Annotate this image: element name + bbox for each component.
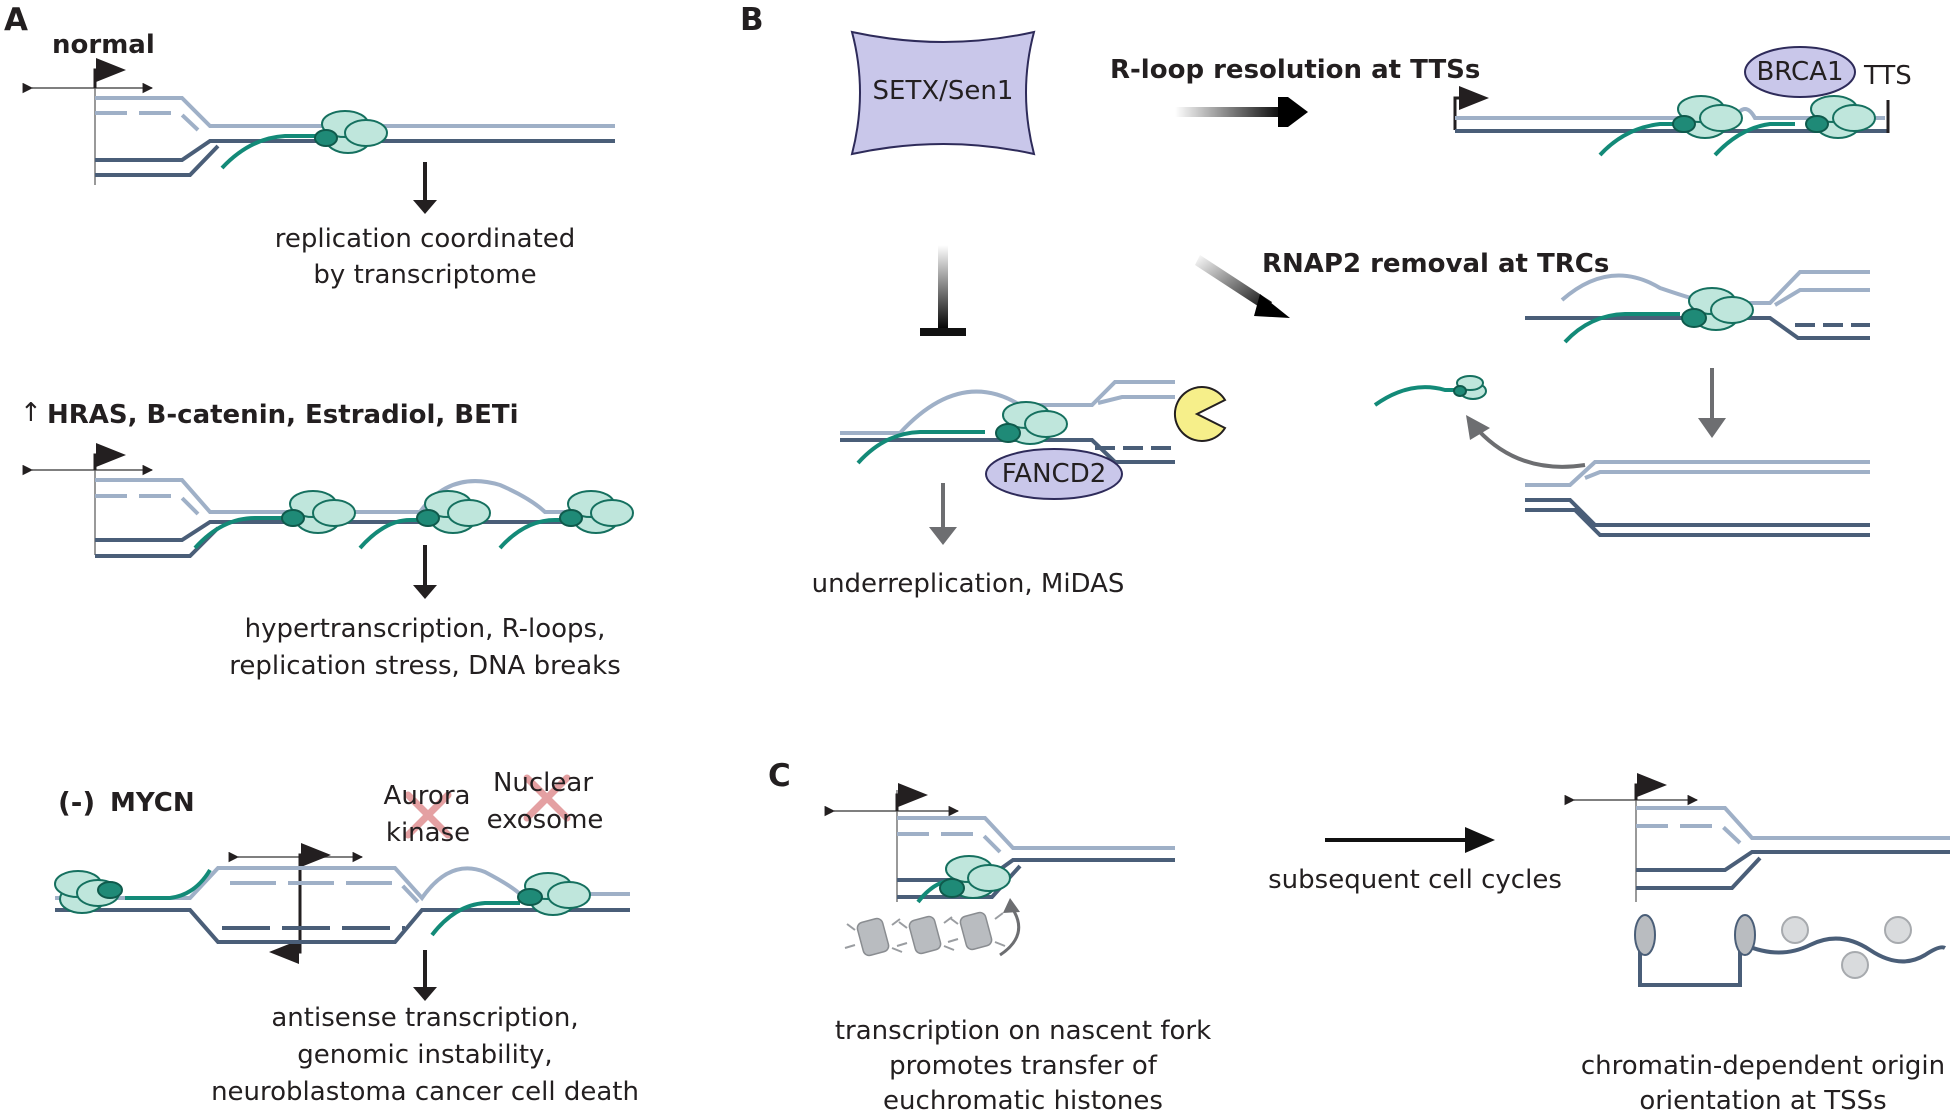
panel-a-mycn-diagram [54,774,630,1001]
rnap2-icon [281,490,356,534]
panel-a-mycn-prefix: (-) [58,786,96,819]
knockout-x-icon [523,774,571,822]
knockout-label-1-line-2: kinase [385,818,471,848]
inhibition-bar [920,328,966,336]
panel-b-letter: B [740,2,764,38]
rnap2-icon [995,401,1068,445]
panel-a-mycn-outcome-line-1: antisense transcription, [271,1003,579,1033]
panel-b-diagram [840,30,1890,545]
path-2-label: RNAP2 removal at TRCs [1262,249,1610,279]
up-arrow-glyph: ↑ [20,398,42,428]
panel-a-mycn-outcome-line-2: genomic instability, [297,1040,553,1070]
setx-helicase-shape [850,30,1036,156]
panel-c-left-caption-line-2: promotes transfer of [889,1051,1157,1081]
rnap2-icon [1672,95,1743,139]
knockout-label-2-line-1: Nuclear [492,768,594,798]
panel-c-left-caption-line-1: transcription on nascent fork [834,1016,1212,1046]
fancd2-protein-shape [985,448,1123,500]
rnap2-icon [54,870,123,914]
setx-label: SETX/Sen1 [872,76,1014,106]
rnap2-icon [939,855,1011,899]
gradient-arrow [1175,107,1285,117]
rnap2-icon [1681,287,1754,331]
nucleosome-icon [947,911,1006,951]
panel-c-right-caption-line-2: orientation at TSSs [1639,1086,1887,1116]
panel-c-step-label: subsequent cell cycles [1268,865,1562,895]
inhibition-bar-stem [938,245,948,330]
knockout-label-1-line-1: Aurora [383,781,471,811]
fancd2-label: FANCD2 [1001,459,1107,489]
pacman-nuclease-icon [1173,386,1227,442]
panel-b-outcome: underreplication, MiDAS [811,569,1125,599]
path-1-label: R-loop resolution at TTSs [1110,55,1481,85]
rnap2-icon [314,110,388,154]
brca1-protein-shape [1744,46,1856,98]
knockout-label-2-line-2: exosome [486,805,604,835]
panel-a-normal-diagram [22,58,615,214]
panel-a-normal-outcome-line-1: replication coordinated [274,224,576,254]
rnap2-icon [416,490,491,534]
rnap2-released-icon [1453,375,1487,400]
nucleosome-icon [896,915,955,955]
transfer-curved-arrow [999,907,1021,957]
rnap2-icon [517,872,591,916]
knockout-x-icon [404,791,452,839]
panel-a-oncogene-diagram [22,443,634,599]
panel-a-oncogene-title: HRAS, B-catenin, Estradiol, BETi [47,400,519,430]
release-curved-arrow [1476,428,1586,469]
rnap2-icon [1805,95,1876,139]
panel-c-right-caption-line-1: chromatin-dependent origin [1580,1051,1946,1081]
tts-label: TTS [1864,61,1912,91]
panel-a-letter: A [4,2,28,38]
panel-c-letter: C [768,758,791,794]
brca1-label: BRCA1 [1756,57,1844,87]
panel-a-oncogene-outcome-line-2: replication stress, DNA breaks [229,651,621,681]
panel-c-diagram [824,773,1950,987]
panel-a-normal-title: normal [52,30,155,60]
rnap2-icon [559,490,634,534]
panel-a-oncogene-outcome-line-1: hypertranscription, R-loops, [244,614,606,644]
panel-a-mycn-title: MYCN [110,788,195,818]
chromatin-nucleosome-icon [1634,914,1912,979]
panel-a-normal-outcome-line-2: by transcriptome [313,260,537,290]
nucleosome-icon [844,917,903,957]
panel-a-mycn-outcome-line-3: neuroblastoma cancer cell death [211,1077,639,1107]
gradient-arrow-diagonal [1195,255,1272,312]
panel-c-left-caption-line-3: euchromatic histones [883,1086,1163,1116]
